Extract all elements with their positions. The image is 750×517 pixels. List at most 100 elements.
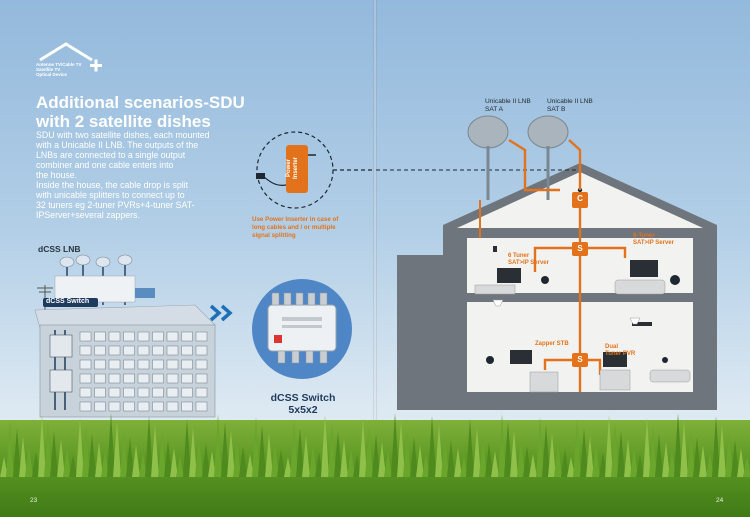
building-window [181, 387, 193, 398]
grass-blade [252, 417, 260, 477]
grass-blade [661, 442, 670, 477]
grass-blade [441, 432, 449, 477]
building-window [152, 359, 164, 370]
grass-blade [308, 444, 317, 477]
grass-blade [195, 435, 204, 477]
grass-blade [447, 440, 456, 477]
building-window [137, 331, 150, 342]
grass-blade [176, 456, 185, 477]
grass-blade [63, 447, 71, 477]
grass-blade [6, 420, 15, 477]
grass-blade [189, 427, 197, 477]
grass-blade [245, 454, 254, 477]
building-window [181, 359, 193, 370]
combiner-node: C [577, 194, 583, 203]
grass-blade [220, 422, 229, 477]
grass-blade [478, 435, 487, 477]
grass-blade [598, 452, 607, 477]
grass-blade [604, 415, 613, 477]
building-window [137, 345, 150, 356]
grass-blade [390, 413, 399, 477]
grass-blade [321, 415, 330, 477]
grass-blade [466, 419, 475, 477]
building-window [181, 401, 193, 412]
grass-blade [233, 438, 242, 477]
building-window [79, 373, 92, 384]
grass-blade [592, 444, 601, 477]
grass-blade [409, 437, 418, 477]
grass-blade [0, 457, 8, 477]
grass-blade [170, 448, 179, 477]
grass-blade [378, 442, 386, 477]
grass-blade [239, 446, 248, 477]
grass-blade [730, 440, 739, 477]
building-window [79, 387, 92, 398]
building-window [166, 401, 179, 412]
building-window [123, 401, 135, 412]
building-window [166, 359, 179, 370]
grass-blade [214, 414, 223, 477]
grass-blade [403, 429, 412, 477]
grass-blade [611, 423, 620, 477]
grass-blade [277, 449, 286, 477]
grass-blade [315, 452, 323, 477]
grass-blade [31, 452, 40, 477]
grass-blade [415, 445, 424, 477]
grass-blade [585, 436, 594, 477]
grass-blade [289, 420, 298, 477]
building-window [166, 331, 179, 342]
grass-blade [680, 421, 689, 477]
grass-blade [743, 456, 750, 477]
zapper-stb-label: Zapper STB [535, 341, 569, 347]
building-window [123, 373, 135, 384]
grass-blade [346, 447, 355, 477]
building-window [195, 401, 208, 412]
building-window [94, 359, 106, 370]
grass-blade [296, 428, 305, 477]
building-window [152, 373, 164, 384]
grass-blade [667, 450, 676, 477]
grass-blade [327, 423, 336, 477]
grass-blade [81, 426, 90, 477]
building-window [108, 401, 121, 412]
grass-blade [655, 434, 664, 477]
dcss-switch-label: dCSS Switch [46, 298, 90, 305]
splitter-node-upper: S [577, 244, 583, 253]
grass-blade [396, 421, 405, 477]
building-window [195, 359, 208, 370]
grass-blade [302, 436, 311, 477]
grass-blade [573, 420, 582, 477]
apartment-building [34, 254, 216, 418]
grass-blade [693, 437, 701, 477]
grass-blade [18, 436, 27, 477]
grass-blade [718, 424, 727, 477]
building-window [152, 387, 164, 398]
grass-blade [144, 416, 153, 477]
grass-blade [699, 445, 708, 477]
dcss-lnb-label: dCSS LNB [38, 244, 81, 254]
grass-blade [270, 441, 279, 477]
grass-blade [711, 416, 720, 477]
grass-blade [567, 457, 575, 477]
grass-blade [371, 434, 380, 477]
building-window [94, 401, 106, 412]
grass-blade [535, 417, 544, 477]
building-window [181, 373, 193, 384]
building-window [181, 345, 193, 356]
grass-blade [25, 444, 34, 477]
house-diagram [375, 115, 717, 410]
building-window [108, 331, 121, 342]
grass-blade [365, 426, 374, 477]
building-window [79, 359, 92, 370]
building-window [195, 345, 208, 356]
grass-blade [497, 414, 506, 477]
grass-blade [724, 432, 733, 477]
grass-blade [151, 424, 160, 477]
grass-blade [94, 442, 103, 477]
building-window [152, 401, 164, 412]
building-window [123, 387, 135, 398]
building-window [123, 359, 135, 370]
grass-blade [434, 424, 443, 477]
